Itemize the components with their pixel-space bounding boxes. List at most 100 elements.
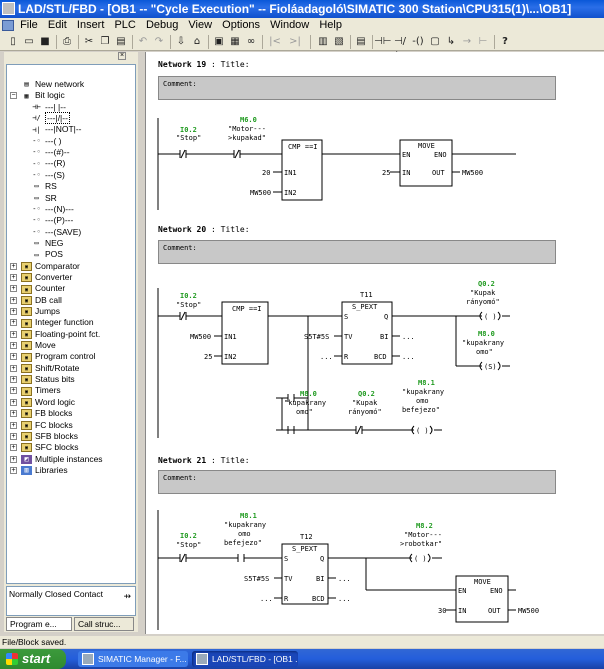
tree-item[interactable]: +▣Status bits xyxy=(10,374,75,385)
start-button[interactable]: start xyxy=(0,649,66,669)
tree-expander-icon[interactable]: + xyxy=(10,262,17,270)
tree-expander-icon[interactable]: + xyxy=(10,410,17,418)
print-icon[interactable]: ⎙ xyxy=(63,36,71,47)
tree-item[interactable]: +▣SFB blocks xyxy=(10,431,78,442)
tree-item[interactable]: +▣Program control xyxy=(10,351,95,362)
tree-expander-icon[interactable]: + xyxy=(10,466,17,474)
tree-expander-icon[interactable]: + xyxy=(10,364,17,372)
open-icon[interactable]: ▭ xyxy=(24,36,34,47)
monitor-icon[interactable]: ▣ xyxy=(214,36,224,47)
task-simatic-manager[interactable]: SIMATIC Manager - F... xyxy=(78,651,188,667)
tree-item[interactable]: ⊣|---|NOT|-- xyxy=(31,124,81,135)
details-icon[interactable]: ▧ xyxy=(334,36,344,47)
menu-debug[interactable]: Debug xyxy=(145,19,179,31)
undo-icon[interactable]: ↶ xyxy=(138,36,148,47)
menu-window[interactable]: Window xyxy=(270,19,310,31)
tree-item[interactable]: ▭NEG xyxy=(31,238,63,249)
tree-expander-icon[interactable]: + xyxy=(10,444,17,452)
tree-item[interactable]: +▣Jumps xyxy=(10,306,60,317)
new-icon[interactable]: ▯ xyxy=(10,36,16,47)
tree-item[interactable]: +▣Converter xyxy=(10,272,72,283)
step-next-icon[interactable]: >| xyxy=(289,36,301,47)
tree-expander-icon[interactable]: − xyxy=(10,92,17,100)
cut-icon[interactable]: ✂ xyxy=(84,36,94,47)
overview-icon[interactable]: ▦ xyxy=(230,36,240,47)
download-icon[interactable]: ⇩ xyxy=(176,36,186,47)
tree-item[interactable]: +▣Shift/Rotate xyxy=(10,363,79,374)
network-21-comment[interactable]: Comment: xyxy=(158,470,556,494)
menu-plc[interactable]: PLC xyxy=(114,19,136,31)
tree-expander-icon[interactable]: + xyxy=(10,432,17,440)
network-19-comment[interactable]: Comment: xyxy=(158,76,556,100)
tree-expander-icon[interactable]: + xyxy=(10,330,17,338)
tree-expander-icon[interactable]: + xyxy=(10,387,17,395)
element-info-icon[interactable]: ⇸ xyxy=(123,591,131,601)
menu-view[interactable]: View xyxy=(188,19,213,31)
tab-program-elements[interactable]: Program e... xyxy=(6,617,72,631)
pane-close-icon[interactable]: × xyxy=(118,52,126,60)
online-icon[interactable]: ⌂ xyxy=(193,36,201,47)
menu-help[interactable]: Help xyxy=(319,19,342,31)
menu-file[interactable]: File xyxy=(20,19,38,31)
document-icon[interactable] xyxy=(2,20,14,31)
contact-nc-icon[interactable]: ⊣/⊢ xyxy=(393,36,407,61)
network-20-comment[interactable]: Comment: xyxy=(158,240,556,264)
tree-item[interactable]: -◦---(SAVE) xyxy=(31,227,81,238)
copy-icon[interactable]: ❐ xyxy=(100,36,110,47)
window-titlebar[interactable]: LAD/STL/FBD - [OB1 -- "Cycle Execution" … xyxy=(0,0,604,18)
tree-expander-icon[interactable]: + xyxy=(10,273,17,281)
tree-item[interactable]: −▦Bit logic xyxy=(10,90,65,101)
tree-expander-icon[interactable]: + xyxy=(10,342,17,350)
network-19-header[interactable]: Network 19 : Title: xyxy=(158,60,250,69)
network-icon[interactable]: ∞ xyxy=(246,36,256,47)
tree-expander-icon[interactable]: + xyxy=(10,398,17,406)
tree-item[interactable]: -◦---( ) xyxy=(31,136,61,147)
redo-icon[interactable]: ↷ xyxy=(154,36,164,47)
tree-item[interactable]: +▣FB blocks xyxy=(10,408,72,419)
tree-item[interactable]: +▣SFC blocks xyxy=(10,442,78,453)
close-branch-icon[interactable]: ⊢ xyxy=(478,36,488,47)
open-branch-icon[interactable]: → xyxy=(462,36,472,47)
tree-item[interactable]: ▤New network xyxy=(21,79,84,90)
tree-item[interactable]: ▭SR xyxy=(31,193,56,204)
tree-item[interactable]: ▭POS xyxy=(31,249,63,260)
tree-item[interactable]: +▣FC blocks xyxy=(10,420,73,431)
tree-item[interactable]: -◦---(#)-- xyxy=(31,147,69,158)
tree-expander-icon[interactable]: + xyxy=(10,455,17,463)
tree-expander-icon[interactable]: + xyxy=(10,376,17,384)
overview-window-icon[interactable]: ▥ xyxy=(318,36,328,47)
new-network-tb-icon[interactable]: ▤ xyxy=(356,36,366,47)
help-icon[interactable]: ? xyxy=(502,36,508,47)
tree-item[interactable]: +▣Counter xyxy=(10,283,65,294)
tree-item[interactable]: +▣Integer function xyxy=(10,317,94,328)
tree-expander-icon[interactable]: + xyxy=(10,285,17,293)
tree-item[interactable]: -◦---(P)--- xyxy=(31,215,73,226)
tree-item[interactable]: +◩Multiple instances xyxy=(10,454,103,465)
coil-icon[interactable]: -() xyxy=(412,36,424,47)
paste-icon[interactable]: ▤ xyxy=(116,36,126,47)
tree-expander-icon[interactable]: + xyxy=(10,353,17,361)
tab-call-structure[interactable]: Call struc... xyxy=(74,617,134,631)
tree-item[interactable]: +▣Comparator xyxy=(10,261,80,272)
tree-expander-icon[interactable]: + xyxy=(10,319,17,327)
save-icon[interactable]: ■ xyxy=(40,36,50,47)
tree-item[interactable]: +▣Word logic xyxy=(10,397,75,408)
tree-item[interactable]: -◦---(N)--- xyxy=(31,204,74,215)
tree-item[interactable]: -◦---(R) xyxy=(31,158,65,169)
box-icon[interactable]: ▢ xyxy=(430,36,440,47)
network-20-header[interactable]: Network 20 : Title: xyxy=(158,225,250,234)
ladder-editor[interactable]: Network 19 : Title: Comment: I0.2 "Stop"… xyxy=(145,52,604,634)
tree-expander-icon[interactable]: + xyxy=(10,421,17,429)
contact-no-icon[interactable]: ⊣⊢ xyxy=(374,36,392,47)
tree-expander-icon[interactable]: + xyxy=(10,308,17,315)
tree-item[interactable]: ⊣/---|/|-- xyxy=(31,112,70,125)
task-lad-stl-fbd[interactable]: LAD/STL/FBD - [OB1 ... xyxy=(192,651,298,667)
menu-edit[interactable]: Edit xyxy=(47,19,67,31)
step-icon[interactable]: |< xyxy=(269,36,281,47)
tree-item[interactable]: +▣DB call xyxy=(10,295,62,306)
tree-item[interactable]: +▣Timers xyxy=(10,385,61,396)
tree-item[interactable]: +▣Floating-point fct. xyxy=(10,329,100,340)
tree-item[interactable]: ⊣⊢---| |-- xyxy=(31,102,66,113)
tree-expander-icon[interactable]: + xyxy=(10,296,17,304)
tree-item[interactable]: +▥Libraries xyxy=(10,465,68,476)
